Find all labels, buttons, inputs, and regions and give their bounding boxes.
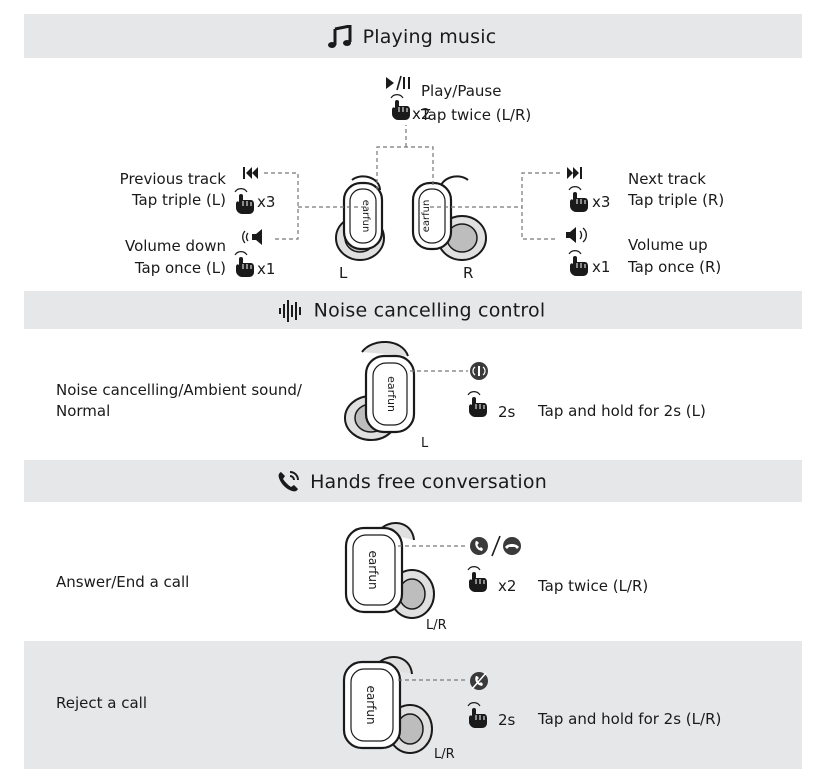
answer-call-count: x2 [498, 577, 517, 595]
answer-earbud-brand: earfun [366, 550, 380, 589]
phone-call-icon [278, 471, 300, 492]
noise-mode-text-line2: Normal [56, 402, 111, 420]
noise-section-title: Noise cancelling control [0, 299, 823, 322]
play-pause-label: Play/Pause [421, 82, 502, 100]
sound-wave-icon [278, 299, 301, 322]
reject-side-label: L/R [434, 747, 455, 762]
play-pause-count: x2 [412, 105, 431, 123]
calls-section-title: Hands free conversation [0, 470, 823, 494]
reject-hold-duration: 2s [498, 711, 516, 729]
right-earbud-brand: earfun [421, 200, 432, 233]
slash-divider [491, 535, 501, 557]
tap-hand-icon [568, 186, 589, 213]
noise-earbud-brand: earfun [385, 376, 398, 412]
volume-up-count: x1 [592, 258, 611, 276]
previous-track-count: x3 [257, 193, 276, 211]
left-earbud-brand: earfun [360, 200, 371, 233]
answer-call-action: Tap twice (L/R) [538, 577, 649, 595]
noise-section-band [24, 291, 802, 329]
answer-earbud [344, 522, 435, 619]
volume-up-icon [566, 227, 587, 243]
reject-earbud-brand: earfun [364, 685, 378, 724]
tap-hand-icon [234, 188, 255, 215]
noise-mode-text-line1: Noise cancelling/Ambient sound/ [56, 381, 302, 399]
reject-call-label: Reject a call [56, 694, 148, 712]
answer-call-icon [470, 537, 488, 555]
previous-track-icon [243, 167, 258, 179]
tap-hand-icon [467, 391, 488, 418]
reject-call-icon [470, 672, 488, 690]
right-earbud-label: R [463, 264, 474, 282]
play-pause-icon [386, 75, 410, 91]
noise-earbud [344, 340, 416, 441]
music-section-title: Playing music [0, 25, 823, 49]
answer-call-label: Answer/End a call [56, 573, 190, 591]
left-earbud [335, 175, 385, 261]
music-note-icon [327, 25, 352, 48]
tap-hand-icon [467, 702, 488, 729]
music-section-band [24, 14, 802, 58]
tap-hand-icon [390, 94, 411, 121]
noise-mode-icon [470, 362, 488, 380]
left-earbud-label: L [339, 264, 348, 282]
volume-up-action: Tap once (R) [628, 258, 722, 276]
volume-down-action: Tap once (L) [134, 259, 226, 277]
previous-track-label: Previous track [119, 170, 226, 188]
noise-hold-duration: 2s [498, 403, 516, 421]
volume-down-icon [242, 229, 262, 245]
right-earbud [411, 175, 487, 261]
tap-hand-icon [467, 566, 488, 593]
music-connectors [264, 125, 560, 240]
noise-action: Tap and hold for 2s (L) [538, 402, 706, 420]
volume-up-label: Volume up [628, 236, 708, 254]
calls-section-band [24, 460, 802, 502]
volume-down-label: Volume down [124, 237, 226, 255]
volume-down-count: x1 [257, 260, 276, 278]
play-pause-action: Tap twice (L/R) [421, 106, 532, 124]
reject-call-action: Tap and hold for 2s (L/R) [538, 710, 722, 728]
next-track-count: x3 [592, 193, 611, 211]
end-call-icon [503, 537, 521, 555]
next-track-label: Next track [628, 170, 706, 188]
previous-track-action: Tap triple (L) [131, 191, 226, 209]
tap-hand-icon [568, 250, 589, 277]
next-track-icon [567, 167, 582, 179]
noise-side-label: L [421, 436, 429, 451]
answer-side-label: L/R [426, 618, 447, 633]
tap-hand-icon [234, 251, 255, 278]
reject-earbud [342, 656, 433, 754]
next-track-action: Tap triple (R) [628, 191, 725, 209]
